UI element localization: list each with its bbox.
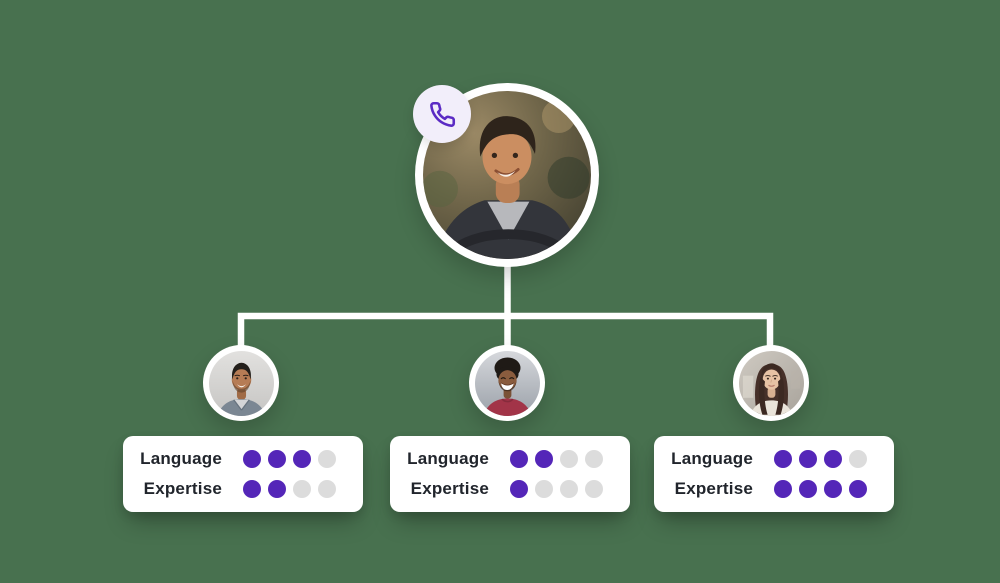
skill-dot-filled	[535, 450, 553, 468]
expertise-label: Expertise	[410, 479, 489, 498]
expertise-rating-dots	[243, 480, 336, 498]
agent-1-skill-card: Language Expertise	[123, 436, 363, 512]
skill-dot-filled	[824, 480, 842, 498]
agent-3-avatar-photo	[738, 350, 804, 416]
expertise-rating-dots	[510, 480, 603, 498]
skill-dot-filled	[293, 450, 311, 468]
skill-dot-filled	[243, 480, 261, 498]
skill-dot-empty	[585, 480, 603, 498]
agent-2-language-row: Language	[390, 449, 630, 468]
language-rating-dots	[774, 450, 867, 468]
skill-dot-empty	[318, 480, 336, 498]
skill-dot-empty	[535, 480, 553, 498]
language-label: Language	[407, 449, 489, 468]
phone-badge	[413, 85, 471, 143]
skill-dot-filled	[849, 480, 867, 498]
language-label: Language	[140, 449, 222, 468]
language-label: Language	[671, 449, 753, 468]
skill-dot-filled	[243, 450, 261, 468]
root-avatar	[415, 83, 599, 267]
agent-2-avatar-photo	[474, 350, 540, 416]
skill-dot-filled	[824, 450, 842, 468]
skill-dot-filled	[510, 450, 528, 468]
expertise-rating-dots	[774, 480, 867, 498]
agent-1-avatar-illustration	[208, 350, 274, 416]
skill-dot-empty	[293, 480, 311, 498]
agent-2-avatar	[469, 345, 545, 421]
phone-icon	[429, 101, 455, 127]
skill-dot-filled	[799, 480, 817, 498]
agent-1-language-row: Language	[123, 449, 363, 468]
skill-dot-empty	[318, 450, 336, 468]
agent-3-expertise-row: Expertise	[654, 479, 894, 498]
skill-dot-filled	[774, 450, 792, 468]
skill-dot-empty	[849, 450, 867, 468]
agent-1-expertise-row: Expertise	[123, 479, 363, 498]
agent-3-language-row: Language	[654, 449, 894, 468]
language-rating-dots	[243, 450, 336, 468]
skill-dot-empty	[585, 450, 603, 468]
expertise-label: Expertise	[143, 479, 222, 498]
skill-dot-filled	[799, 450, 817, 468]
agent-3-avatar-illustration	[738, 350, 804, 416]
agent-1-avatar-photo	[208, 350, 274, 416]
skill-dot-filled	[268, 450, 286, 468]
agent-2-skill-card: Language Expertise	[390, 436, 630, 512]
agent-2-expertise-row: Expertise	[390, 479, 630, 498]
skill-dot-filled	[774, 480, 792, 498]
agent-1-avatar	[203, 345, 279, 421]
skill-dot-empty	[560, 450, 578, 468]
skill-dot-empty	[560, 480, 578, 498]
agent-2-avatar-illustration	[474, 350, 540, 416]
skill-dot-filled	[268, 480, 286, 498]
skill-dot-filled	[510, 480, 528, 498]
agent-3-avatar	[733, 345, 809, 421]
language-rating-dots	[510, 450, 603, 468]
expertise-label: Expertise	[674, 479, 753, 498]
tree-connector-path	[237, 252, 774, 352]
agent-3-skill-card: Language Expertise	[654, 436, 894, 512]
